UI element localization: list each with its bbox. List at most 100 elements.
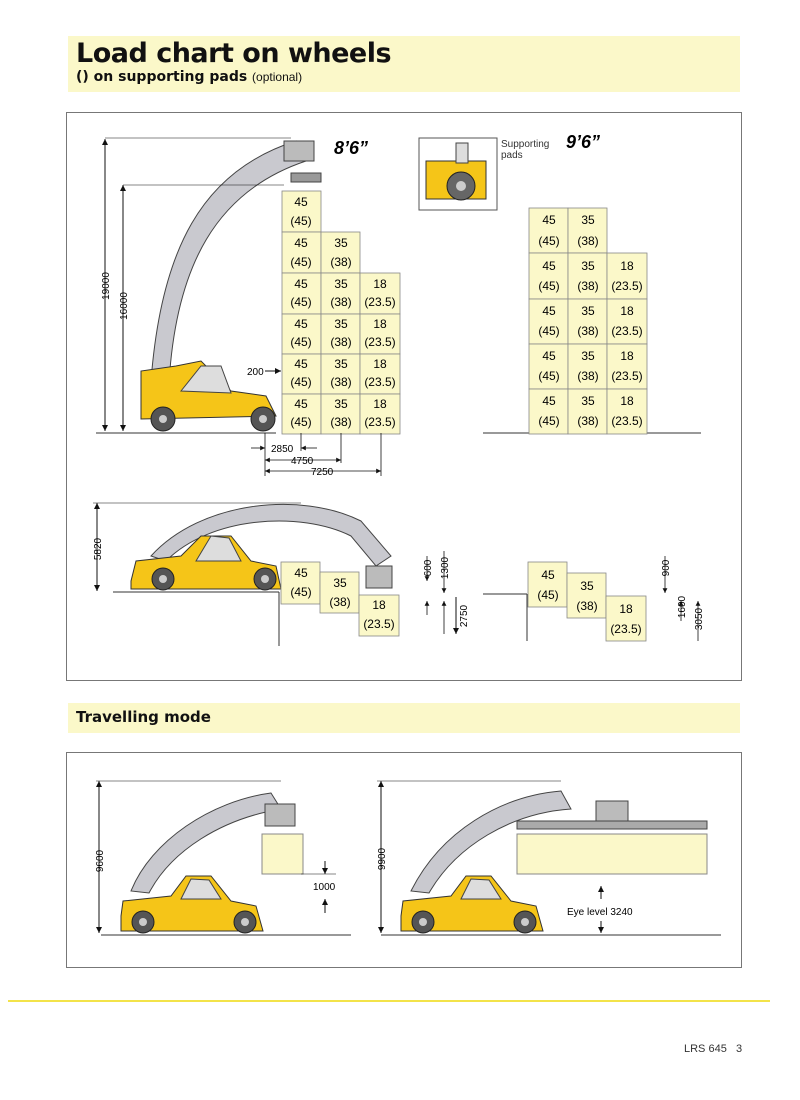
cell: 35: [334, 317, 348, 331]
load-chart-diagram: 19000 16000 200 8’6” 45 (45) 45 (45) 35 (38…: [93, 132, 705, 646]
cell: (45): [290, 335, 311, 349]
dim-2750: 2750: [459, 604, 470, 627]
cell: 35: [581, 304, 595, 318]
cell: (23.5): [611, 369, 642, 383]
cell: (38): [577, 369, 598, 383]
cell: (23.5): [611, 324, 642, 338]
cell: (45): [290, 585, 311, 599]
label-9ft6: 9’6”: [566, 132, 600, 152]
page-number: 3: [735, 1043, 743, 1055]
stacker-travelling-long: [381, 790, 721, 936]
cell: (38): [330, 255, 351, 269]
cell: 35: [334, 357, 348, 371]
dim-4750: 4750: [291, 456, 314, 467]
cell: (38): [330, 335, 351, 349]
cell: (45): [538, 279, 559, 293]
travelling-mode-diagram: 9600 1000 9900 Eye level 3240: [95, 780, 721, 936]
cell: 18: [373, 277, 387, 291]
cell: (38): [577, 414, 598, 428]
cell: (38): [330, 295, 351, 309]
cell: (38): [330, 375, 351, 389]
cell: 45: [294, 566, 308, 580]
cell: (23.5): [364, 375, 395, 389]
cell: 18: [373, 397, 387, 411]
cell: 18: [620, 349, 634, 363]
cell: (23.5): [364, 335, 395, 349]
cell: (45): [290, 415, 311, 429]
cell: 45: [542, 304, 556, 318]
cell: (45): [290, 375, 311, 389]
travelling-mode-banner: Travelling mode: [68, 703, 740, 733]
dim-1600: 1600: [677, 595, 688, 618]
cell: (38): [577, 234, 598, 248]
cell: 35: [580, 579, 594, 593]
cell: (38): [577, 324, 598, 338]
dim-1300: 1300: [440, 556, 451, 579]
cell: (38): [329, 595, 350, 609]
cell: 45: [294, 236, 308, 250]
cell: 45: [294, 277, 308, 291]
stacker-travelling-short: [101, 792, 351, 936]
model-name: LRS 645: [684, 1043, 727, 1055]
eye-level-label: Eye level 3240: [567, 907, 633, 918]
stack-table-below-9ft6: 45(45) 35(38) 18(23.5): [527, 561, 647, 642]
cell: 35: [333, 576, 347, 590]
label-8ft6: 8’6”: [334, 138, 368, 158]
cell: 35: [581, 259, 595, 273]
dim-900: 900: [661, 559, 672, 576]
cell: 45: [294, 397, 308, 411]
cell: 18: [619, 602, 633, 616]
stacker-illustration-max-height: [96, 140, 322, 434]
cell: 35: [581, 394, 595, 408]
cell: 18: [620, 259, 634, 273]
supporting-pads-label-2: pads: [501, 150, 523, 161]
subtitle-note: (optional): [252, 70, 303, 84]
subtitle-text: () on supporting pads: [76, 69, 248, 85]
load-chart-panel: 19000 16000 200 8’6” 45 (45) 45 (45) 35 (38…: [66, 112, 742, 681]
cell: (23.5): [364, 415, 395, 429]
dim-2850: 2850: [271, 444, 294, 455]
cell: 18: [620, 394, 634, 408]
cell: (38): [576, 599, 597, 613]
dim-9900: 9900: [377, 847, 388, 870]
dim-5820: 5820: [93, 537, 104, 560]
dim-200: 200: [247, 367, 264, 378]
cell: 45: [542, 349, 556, 363]
cell: (23.5): [611, 414, 642, 428]
cell: (45): [538, 369, 559, 383]
cell: 45: [294, 357, 308, 371]
supporting-pads-inset: [418, 137, 498, 211]
cell: 18: [373, 317, 387, 331]
cell: 45: [541, 568, 555, 582]
cell: (45): [290, 295, 311, 309]
cell: 45: [294, 195, 308, 209]
dim-7250: 7250: [311, 467, 334, 478]
cell: (45): [538, 414, 559, 428]
cell: (38): [330, 415, 351, 429]
cell: 18: [373, 357, 387, 371]
cell: (45): [290, 214, 311, 228]
footer-rule: [8, 1000, 770, 1002]
cell: 35: [334, 277, 348, 291]
cell: 45: [542, 213, 556, 227]
stack-table-below-8ft6: 45(45) 35(38) 18(23.5): [280, 561, 400, 637]
dim-19000: 19000: [101, 272, 112, 300]
cell: (38): [577, 279, 598, 293]
dim-16000: 16000: [119, 292, 130, 320]
stack-table-8ft6: 45 (45) 45 (45) 35 (38) 45 (45) 35 (38) 18 (23…: [281, 190, 401, 435]
cell: (45): [538, 324, 559, 338]
travelling-mode-title: Travelling mode: [76, 708, 211, 726]
title-banner: Load chart on wheels () on supporting pa…: [68, 36, 740, 92]
stack-table-9ft6: 45 (45) 35 (38) 45 (45) 35 (38) 18 (23.5) 45 (…: [528, 207, 648, 435]
dim-3050: 3050: [694, 607, 705, 630]
dim-1000: 1000: [313, 882, 336, 893]
cell: (45): [537, 588, 558, 602]
cell: 45: [542, 259, 556, 273]
travelling-mode-panel: 9600 1000 9900 Eye level 3240: [66, 752, 742, 968]
cell: 35: [334, 397, 348, 411]
cell: (45): [538, 234, 559, 248]
page-footer: LRS 645 3: [684, 1043, 742, 1055]
cell: 18: [620, 304, 634, 318]
page-subtitle: () on supporting pads (optional): [76, 69, 302, 85]
page-title: Load chart on wheels: [76, 38, 392, 69]
